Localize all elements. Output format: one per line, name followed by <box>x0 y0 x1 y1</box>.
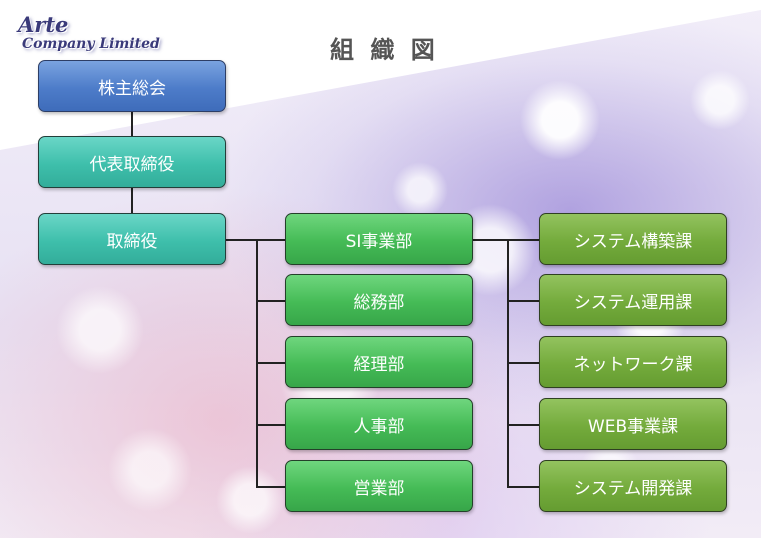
node-directors: 取締役 <box>38 213 226 265</box>
logo-text-company: Company Limited <box>22 36 160 52</box>
connector-shareholders-to-president <box>131 112 133 136</box>
connector-dept-4 <box>256 424 285 426</box>
connector-directors-horizontal <box>226 239 285 241</box>
company-logo: Arte Company Limited <box>18 12 160 53</box>
node-representative-director: 代表取締役 <box>38 136 226 188</box>
node-label: 人事部 <box>353 416 405 437</box>
node-system-construction: システム構築課 <box>539 213 727 265</box>
node-si-division: SI事業部 <box>285 213 473 265</box>
node-web-business: WEB事業課 <box>539 398 727 450</box>
logo-text-arte: Arte <box>18 12 69 37</box>
connector-section-2 <box>507 300 539 302</box>
node-general-affairs: 総務部 <box>285 274 473 326</box>
node-system-operation: システム運用課 <box>539 274 727 326</box>
page-title: 組 織 図 <box>330 36 439 64</box>
connector-section-3 <box>507 362 539 364</box>
node-label: 代表取締役 <box>89 154 175 175</box>
connector-president-to-directors <box>131 188 133 213</box>
connector-dept-5 <box>256 486 285 488</box>
node-human-resources: 人事部 <box>285 398 473 450</box>
connector-dept-2 <box>256 300 285 302</box>
connector-section-5 <box>507 486 539 488</box>
node-label: 経理部 <box>353 354 405 375</box>
node-network: ネットワーク課 <box>539 336 727 388</box>
node-label: 営業部 <box>353 478 405 499</box>
node-label: 株主総会 <box>98 78 166 99</box>
node-label: SI事業部 <box>345 231 413 252</box>
node-label: 総務部 <box>353 292 405 313</box>
node-label: システム開発課 <box>573 478 693 499</box>
node-sales: 営業部 <box>285 460 473 512</box>
connector-si-horizontal <box>472 239 539 241</box>
node-label: システム運用課 <box>573 292 693 313</box>
node-label: ネットワーク課 <box>573 354 693 375</box>
node-label: システム構築課 <box>573 231 693 252</box>
node-shareholders-meeting: 株主総会 <box>38 60 226 112</box>
node-label: 取締役 <box>106 231 158 252</box>
connector-dept-3 <box>256 362 285 364</box>
connector-section-4 <box>507 424 539 426</box>
node-system-development: システム開発課 <box>539 460 727 512</box>
node-accounting: 経理部 <box>285 336 473 388</box>
node-label: WEB事業課 <box>587 416 679 437</box>
